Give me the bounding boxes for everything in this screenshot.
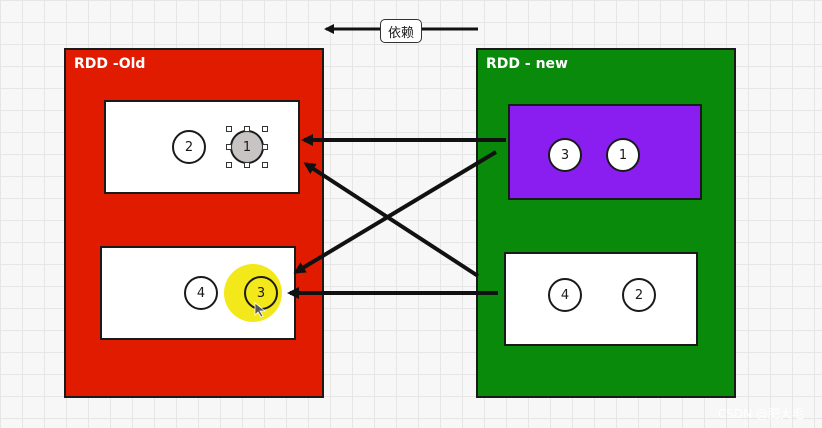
rdd-new-p1-node-1[interactable]: 1 (606, 138, 640, 172)
selection-handle[interactable] (262, 126, 268, 132)
rdd-new-title: RDD - new (486, 56, 568, 72)
selection-handle[interactable] (226, 126, 232, 132)
arrow-new2-to-old1 (303, 162, 480, 278)
selection-handle[interactable] (244, 162, 250, 168)
rdd-old-partition-2[interactable]: 4 3 (100, 246, 296, 340)
csdn-watermark: CSDN @肥大毛 (717, 407, 804, 421)
rdd-old-panel: RDD -Old 2 1 4 3 (64, 48, 324, 398)
rdd-new-panel: RDD - new 3 1 4 2 (476, 48, 736, 398)
rdd-old-p1-node-2[interactable]: 2 (172, 130, 206, 164)
dependency-label: 依赖 (380, 19, 422, 43)
rdd-new-p2-node-4[interactable]: 4 (548, 278, 582, 312)
mouse-cursor-icon (254, 302, 267, 318)
rdd-new-p1-node-3[interactable]: 3 (548, 138, 582, 172)
selection-handle[interactable] (226, 144, 232, 150)
selection-handle[interactable] (262, 162, 268, 168)
selection-handle[interactable] (226, 162, 232, 168)
rdd-new-p2-node-2[interactable]: 2 (622, 278, 656, 312)
selection-handle[interactable] (262, 144, 268, 150)
selection-handle[interactable] (244, 126, 250, 132)
rdd-old-title: RDD -Old (74, 56, 146, 72)
rdd-old-p2-node-4[interactable]: 4 (184, 276, 218, 310)
rdd-new-partition-2[interactable]: 4 2 (504, 252, 698, 346)
arrow-new1-to-old2 (293, 150, 498, 274)
rdd-old-partition-1[interactable]: 2 1 (104, 100, 300, 194)
rdd-new-partition-1[interactable]: 3 1 (508, 104, 702, 200)
